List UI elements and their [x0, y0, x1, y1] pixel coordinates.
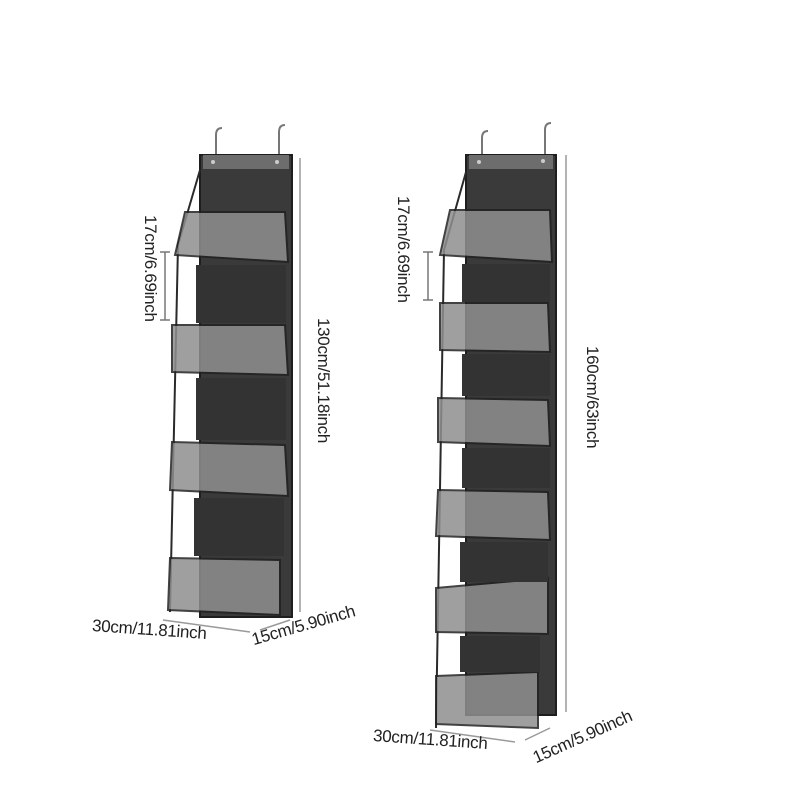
pocket	[166, 211, 290, 617]
height-label: 160cm/63inch	[583, 346, 602, 449]
shelf-spacing-label: 17cm/6.69inch	[394, 196, 413, 303]
pocket	[434, 209, 554, 730]
